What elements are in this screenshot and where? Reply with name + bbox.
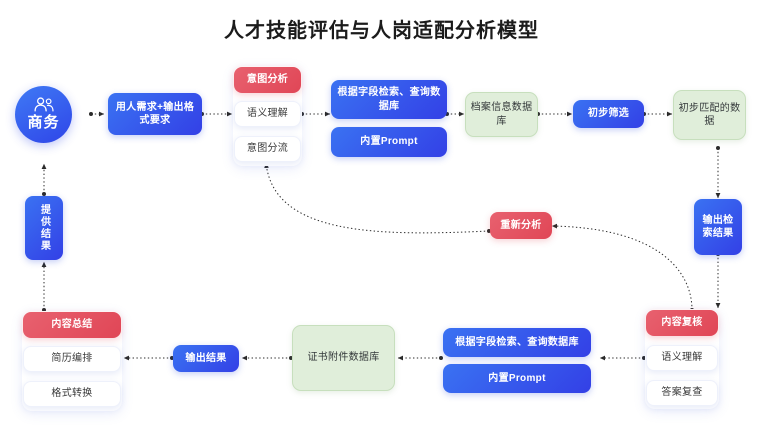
- node-field-query-bottom[interactable]: 根据字段检索、查询数据库: [443, 328, 591, 357]
- node-semantic-understanding-top[interactable]: 语义理解: [234, 101, 301, 127]
- node-demand-request[interactable]: 用人需求+输出格式要求: [108, 93, 202, 135]
- node-builtin-prompt-top[interactable]: 内置Prompt: [331, 127, 447, 157]
- node-archive-db[interactable]: 档案信息数据库: [465, 92, 538, 137]
- node-content-review[interactable]: 内容复核: [646, 310, 718, 336]
- node-output-result[interactable]: 输出结果: [173, 345, 239, 372]
- people-icon: [33, 97, 55, 112]
- node-initial-match-data[interactable]: 初步匹配的数据: [673, 90, 746, 140]
- node-semantic-understanding-bottom[interactable]: 语义理解: [646, 345, 718, 371]
- business-actor-label: 商务: [27, 114, 60, 131]
- node-output-retrieval-result[interactable]: 输出检索结果: [694, 199, 742, 255]
- edge-reanalyze-to-routing: [264, 162, 491, 234]
- node-provide-result[interactable]: 提供结果: [25, 196, 63, 260]
- edge-review-to-reanalyze: [551, 223, 694, 312]
- node-certificate-db[interactable]: 证书附件数据库: [292, 325, 395, 391]
- node-intent-analysis[interactable]: 意图分析: [234, 67, 301, 93]
- node-intent-routing[interactable]: 意图分流: [234, 136, 301, 162]
- node-reanalyze[interactable]: 重新分析: [490, 212, 552, 239]
- node-field-query-top[interactable]: 根据字段检索、查询数据库: [331, 80, 447, 119]
- node-initial-filter[interactable]: 初步筛选: [573, 100, 644, 128]
- node-builtin-prompt-bottom[interactable]: 内置Prompt: [443, 364, 591, 393]
- page-title: 人才技能评估与人岗适配分析模型: [224, 20, 539, 42]
- node-business-actor[interactable]: 商务: [15, 86, 72, 143]
- node-answer-recheck[interactable]: 答案复查: [646, 380, 718, 406]
- node-content-summary[interactable]: 内容总结: [23, 312, 121, 338]
- node-resume-arrange[interactable]: 简历编排: [23, 346, 121, 372]
- node-format-convert[interactable]: 格式转换: [23, 381, 121, 407]
